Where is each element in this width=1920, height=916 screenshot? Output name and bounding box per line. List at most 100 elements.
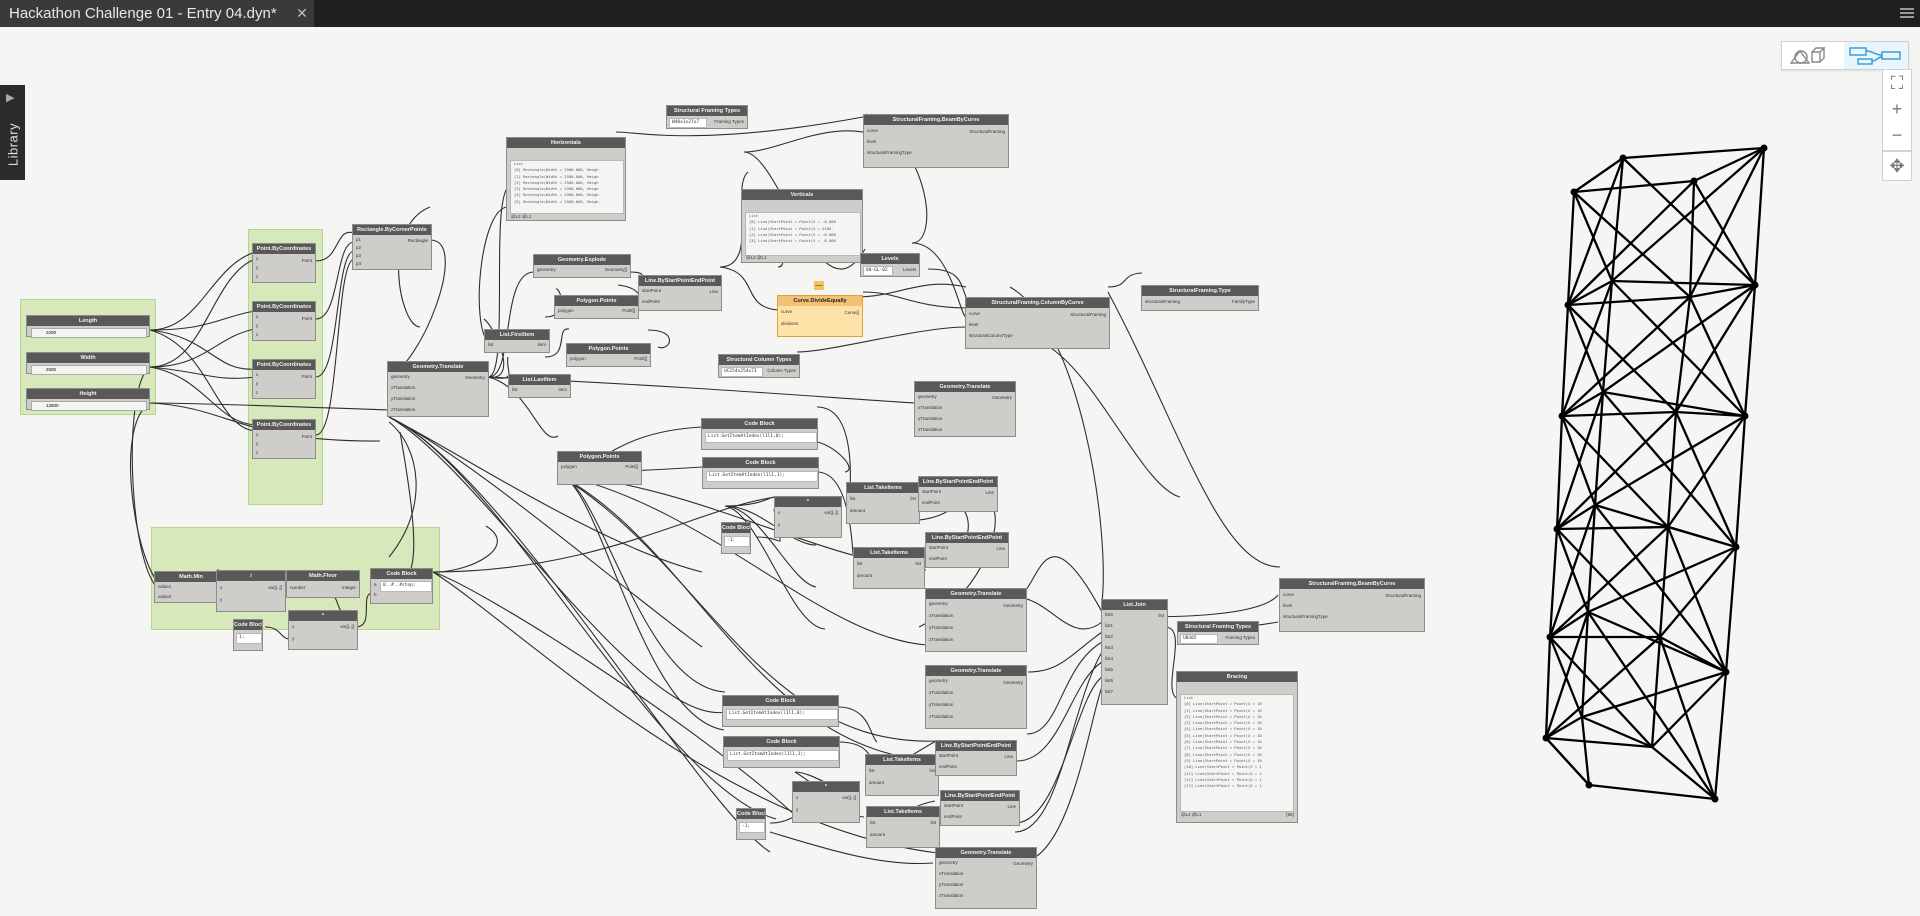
output-port[interactable]: Levels [902,267,916,272]
input-port[interactable]: xTranslation [939,871,964,876]
node-geometry-translate-1[interactable]: Geometry.Translate geometry xTranslation… [387,361,489,417]
input-port[interactable]: a [374,582,377,587]
input-port[interactable]: y [256,441,259,446]
width-slider[interactable]: 2500 [31,365,147,375]
input-port[interactable]: endPoint [642,299,660,304]
input-port[interactable]: level [969,322,979,327]
output-port[interactable]: Point [301,434,312,439]
input-port[interactable]: level [1283,603,1293,608]
column-type-dropdown[interactable]: UC254x254x73 [721,367,763,377]
node-polygon-points-1[interactable]: Polygon.Points polygon Point[] [554,295,639,319]
input-port[interactable]: list [870,820,876,825]
node-code-block-8[interactable]: Code Block -1; [736,808,766,840]
library-panel[interactable]: ▶ Library [0,85,25,180]
input-port[interactable]: divisions [781,321,799,326]
input-port[interactable]: endPoint [944,814,962,819]
node-geometry-explode[interactable]: Geometry.Explode geometry Geometry[] [533,254,631,278]
node-point-by-coordinates-4[interactable]: Point.ByCoordinates x y z Point [252,419,316,459]
output-port[interactable]: Line [996,546,1005,551]
input-port[interactable]: structuralColumnType [969,333,1013,338]
input-port[interactable]: zTranslation [929,637,954,642]
output-port[interactable]: Geometry [1003,603,1023,608]
node-structural-framing-type[interactable]: StructuralFraming.Type structuralFraming… [1141,285,1259,311]
output-port[interactable]: list [930,820,937,825]
input-port[interactable]: geometry [939,860,958,865]
node-multiply-2[interactable]: * x y var[]..[] [288,610,358,650]
output-port[interactable]: Point[] [634,356,647,361]
node-code-block-4[interactable]: Code Block a b 0..#..#step; [370,568,433,604]
output-port[interactable]: StructuralFraming [969,129,1005,134]
code-editor[interactable]: List.GetItemAtIndex(l1l1,1); [706,471,818,482]
node-freeze-badge[interactable]: — [814,281,824,290]
node-horizontals[interactable]: Horizontals List [0] Rectangle(Width = 2… [506,137,626,221]
node-code-block-3[interactable]: Code Block -1; [721,522,751,554]
output-port[interactable]: Line [1004,754,1013,759]
input-port[interactable]: y [778,522,781,527]
input-port[interactable]: structuralFramingType [867,150,912,155]
node-bracing[interactable]: Bracing List [0] Line(StartPoint = Point… [1176,671,1298,823]
node-list-take-items-2[interactable]: List.TakeItems list amount list [853,547,925,589]
input-port[interactable]: list [869,768,875,773]
input-port[interactable]: list [512,387,518,392]
input-port[interactable]: list [488,342,494,347]
node-levels[interactable]: Levels 00-GL-02 Levels [860,253,920,277]
node-width[interactable]: Width 2500 [26,352,150,375]
node-structural-framing-types-2[interactable]: Structural Framing Types UB305 Framing T… [1177,621,1259,645]
node-line-by-start-end-1[interactable]: Line.ByStartPointEndPoint startPoint end… [638,275,722,311]
input-port[interactable]: zTranslation [391,407,416,412]
input-port[interactable]: polygon [558,308,574,313]
zoom-out-button[interactable]: − [1891,124,1903,145]
node-list-last-item[interactable]: List.LastItem list item [508,374,571,398]
input-port[interactable]: startPoint [642,288,662,293]
input-port[interactable]: x [292,624,295,629]
input-port[interactable]: geometry [391,374,410,379]
output-port[interactable]: Rectangle [407,238,428,243]
node-multiply-1[interactable]: * x y var[]..[] [774,496,842,538]
input-port[interactable]: endPoint [929,556,947,561]
output-port[interactable]: integer [342,585,356,590]
input-port[interactable]: geometry [929,678,948,683]
node-verticals[interactable]: Verticals List [0] Line(StartPoint = Poi… [741,189,863,263]
node-column-by-curve[interactable]: StructuralFraming.ColumnByCurve curve le… [965,297,1110,349]
zoom-in-button[interactable]: + [1891,98,1903,119]
library-expand-icon[interactable]: ▶ [6,92,15,104]
input-port[interactable]: startPoint [944,803,964,808]
input-port[interactable]: amount [869,780,885,785]
input-port[interactable]: p1 [356,237,362,242]
input-port[interactable]: list3 [1105,645,1114,650]
input-port[interactable]: list [850,496,856,501]
output-port[interactable]: Framing Types [1225,635,1255,640]
input-port[interactable]: list6 [1105,678,1114,683]
input-port[interactable]: yTranslation [929,625,954,630]
code-editor[interactable]: 0..#..#step; [380,581,432,592]
input-port[interactable]: z [256,274,259,279]
input-port[interactable]: z [256,450,259,455]
input-port[interactable]: p4 [356,261,362,266]
input-port[interactable]: polygon [561,464,577,469]
node-code-block-6[interactable]: Code Block List.GetItemAtIndex(l1l1,0); [722,695,839,727]
output-port[interactable]: item [558,387,567,392]
code-editor[interactable]: List.GetItemAtIndex(l1l1,0); [705,432,817,443]
output-port[interactable]: Geometry [992,395,1012,400]
output-port[interactable]: Geometry [465,375,485,380]
input-port[interactable]: x [256,314,259,319]
input-port[interactable]: curve [781,309,793,314]
node-structural-framing-types-1[interactable]: Structural Framing Types W40x1x27x7 Fram… [666,105,748,129]
input-port[interactable]: endPoint [939,764,957,769]
input-port[interactable]: list2 [1105,634,1114,639]
input-port[interactable]: number [290,585,306,590]
output-port[interactable]: Point [301,316,312,321]
input-port[interactable]: list1 [1105,623,1114,628]
input-port[interactable]: startPoint [929,545,949,550]
output-port[interactable]: var[]..[] [824,510,838,515]
output-port[interactable]: FamilyType [1231,299,1255,304]
output-port[interactable]: item [537,342,546,347]
input-port[interactable]: curve [867,128,879,133]
input-port[interactable]: curve [969,311,981,316]
input-port[interactable]: endPoint [922,500,940,505]
input-port[interactable]: yTranslation [929,702,954,707]
output-port[interactable]: Column Types [767,368,796,373]
node-code-block-1[interactable]: Code Block List.GetItemAtIndex(l1l1,0); [701,418,818,450]
framing-type-dropdown[interactable]: W40x1x27x7 [669,118,707,128]
node-point-by-coordinates-3[interactable]: Point.ByCoordinates x y z Point [252,359,316,399]
